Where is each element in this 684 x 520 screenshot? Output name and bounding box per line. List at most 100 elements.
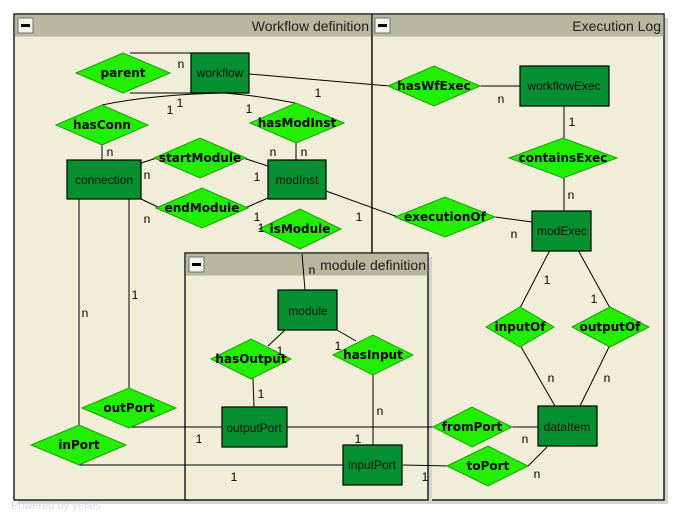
relationship-shape[interactable] [209, 338, 293, 380]
entity-box[interactable] [221, 406, 288, 448]
group-title: module definition [320, 257, 426, 273]
relationship-shape[interactable] [485, 306, 555, 348]
relationship-label: hasInput [343, 348, 403, 362]
relationship-hasModInst[interactable]: hasModInst [248, 102, 346, 144]
relationship-startModule[interactable]: startModule [152, 137, 248, 179]
relationship-shape[interactable] [507, 137, 619, 179]
relationship-label: hasWfExec [397, 79, 470, 93]
cardinality-label: 1 [177, 96, 184, 110]
entity-box[interactable] [190, 52, 250, 94]
relationship-outputOf[interactable]: outputOf [570, 306, 651, 348]
edge-modInst-executionOf [325, 190, 399, 218]
cardinality-label: 1 [196, 432, 203, 446]
entity-workflowExec[interactable]: workflowExec [519, 65, 610, 107]
entity-inputPort[interactable]: inputPort [342, 444, 403, 486]
relationship-endModule[interactable]: endModule [154, 187, 250, 229]
cardinality-label: n [534, 467, 541, 481]
relationship-shape[interactable] [445, 445, 530, 487]
collapse-button[interactable] [374, 17, 391, 34]
cardinality-label: n [144, 212, 151, 226]
edge-executionOf-modExec [494, 216, 533, 223]
relationship-inPort[interactable]: inPort [29, 424, 128, 466]
relationship-shape[interactable] [393, 196, 497, 238]
entity-label: workflow [196, 66, 244, 80]
cardinality-label: n [498, 92, 505, 106]
entity-label: modExec [537, 224, 587, 238]
cardinality-label: n [568, 188, 575, 202]
entity-label: inputPort [348, 458, 397, 472]
edge-outputOf-dataItem [579, 344, 611, 407]
relationship-shape[interactable] [29, 424, 128, 466]
collapse-button[interactable] [17, 17, 34, 34]
entity-workflow[interactable]: workflow [190, 52, 250, 94]
relationship-label: executionOf [404, 210, 487, 224]
entity-box[interactable] [66, 159, 142, 200]
relationship-hasConn[interactable]: hasConn [54, 104, 150, 146]
entity-box[interactable] [342, 444, 403, 486]
relationship-shape[interactable] [248, 102, 346, 144]
relationship-label: parent [100, 66, 145, 80]
edge-module-hasOutput [267, 329, 286, 347]
edge-connection-endModule [140, 198, 161, 209]
entity-module[interactable]: module [277, 289, 338, 331]
relationship-shape[interactable] [154, 187, 250, 229]
entity-modExec[interactable]: modExec [531, 210, 592, 252]
cardinality-label: 1 [422, 470, 429, 484]
relationship-label: outputOf [580, 320, 642, 334]
relationship-shape[interactable] [431, 406, 514, 448]
entity-box[interactable] [267, 159, 327, 200]
cardinality-label: 1 [246, 102, 253, 116]
cardinality-label: 1 [254, 170, 261, 184]
edge-inputOf-dataItem [519, 344, 556, 407]
cardinality-label: n [107, 145, 114, 159]
relationship-containsExec[interactable]: containsExec [507, 137, 619, 179]
relationship-hasOutput[interactable]: hasOutput [209, 338, 293, 380]
relationship-hasInput[interactable]: hasInput [331, 334, 415, 376]
relationship-shape[interactable] [152, 137, 248, 179]
relationship-shape[interactable] [74, 52, 172, 94]
relationship-shape[interactable] [80, 387, 178, 429]
entity-dataItem[interactable]: dataItem [537, 405, 598, 447]
relationship-fromPort[interactable]: fromPort [431, 406, 514, 448]
entity-box[interactable] [531, 210, 592, 252]
relationship-shape[interactable] [257, 208, 343, 250]
collapse-button[interactable] [188, 256, 205, 273]
relationship-shape[interactable] [331, 334, 415, 376]
cardinality-label: n [522, 432, 529, 446]
group-title: Workflow definition [252, 18, 369, 34]
entity-outputPort[interactable]: outputPort [221, 406, 288, 448]
relationship-shape[interactable] [570, 306, 651, 348]
edge-hasOutput-outputPort [252, 377, 255, 408]
entity-connection[interactable]: connection [66, 159, 142, 200]
relationships: parent hasWfExec hasConn hasModInst cont… [29, 52, 651, 487]
relationship-shape[interactable] [54, 104, 150, 146]
entity-box[interactable] [519, 65, 610, 107]
relationship-hasWfExec[interactable]: hasWfExec [386, 65, 482, 107]
entity-box[interactable] [537, 405, 598, 447]
cardinality-label: 1 [132, 288, 139, 302]
cardinality-label: 1 [569, 115, 576, 129]
edge-inputPort-toPort [402, 464, 450, 467]
relationship-label: containsExec [519, 151, 608, 165]
cardinality-label: 1 [167, 103, 174, 117]
minus-glyph [378, 24, 387, 27]
cardinality-label: n [82, 306, 89, 320]
relationship-outPort[interactable]: outPort [80, 387, 178, 429]
relationship-executionOf[interactable]: executionOf [393, 196, 497, 238]
cardinality-label: 1 [544, 273, 551, 287]
cardinality-label: n [144, 168, 151, 182]
relationship-parent[interactable]: parent [74, 52, 172, 94]
relationship-label: fromPort [442, 420, 503, 434]
relationship-shape[interactable] [386, 65, 482, 107]
watermark-text: Powered by yFiles [11, 500, 101, 512]
entity-label: outputPort [226, 421, 282, 435]
entity-box[interactable] [277, 289, 338, 331]
relationship-inputOf[interactable]: inputOf [485, 306, 555, 348]
relationship-isModule[interactable]: isModule [257, 208, 343, 250]
entity-modInst[interactable]: modInst [267, 159, 327, 200]
entity-label: connection [75, 173, 133, 187]
cardinality-label: n [301, 145, 308, 159]
relationship-label: toPort [467, 459, 510, 473]
relationship-toPort[interactable]: toPort [445, 445, 530, 487]
cardinality-labels: n 1 n 1 1 1 n n n 1 n n 1 n 1 1 n 1 n 1 … [82, 57, 611, 484]
